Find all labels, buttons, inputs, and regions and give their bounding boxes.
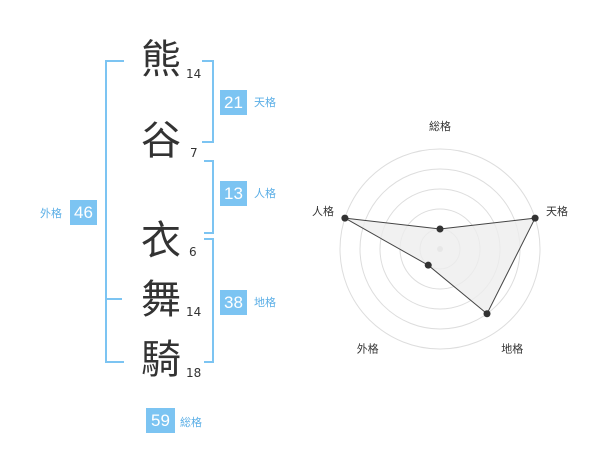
stroke-count-5: 18 [186,366,202,380]
gaikaku-bracket-tick [105,298,122,300]
jinkaku-value-badge: 13 [220,181,247,206]
stroke-count-3: 6 [189,245,197,259]
radar-axis-label-1: 総格 [429,119,451,133]
stroke-count-2: 7 [190,146,198,160]
radar-axis-label-2: 天格 [546,204,568,218]
name-char-5: 騎 [141,337,181,383]
radar-point-4 [424,261,432,269]
radar-point-5 [341,214,349,222]
name-char-1: 熊 [141,37,181,83]
tenkaku-value-badge: 21 [220,90,247,115]
radar-point-1 [436,225,444,233]
radar-point-2 [531,214,539,222]
soukaku-value-badge: 59 [146,408,175,433]
name-char-4: 舞 [141,277,181,323]
soukaku-label: 総格 [180,416,202,429]
radar-point-3 [483,310,491,318]
jinkaku-bracket [204,160,214,234]
jinkaku-label: 人格 [254,187,276,200]
gaikaku-value-badge: 46 [70,200,97,225]
name-char-2: 谷 [141,118,181,164]
chikaku-label: 地格 [254,296,276,309]
radar-grid-ring-5 [339,148,541,350]
name-char-3: 衣 [141,218,181,264]
gaikaku-label: 外格 [40,207,62,220]
radar-axis-label-3: 地格 [501,342,523,356]
tenkaku-label: 天格 [254,96,276,109]
gaikaku-bracket [105,60,124,363]
tenkaku-bracket [202,60,214,143]
stroke-count-4: 14 [186,305,202,319]
stroke-count-1: 14 [186,67,202,81]
radar-series-polygon [344,217,536,315]
chikaku-bracket [204,238,214,363]
chikaku-value-badge: 38 [220,290,247,315]
radar-axis-label-5: 人格 [312,204,334,218]
radar-axis-label-4: 外格 [357,342,379,356]
